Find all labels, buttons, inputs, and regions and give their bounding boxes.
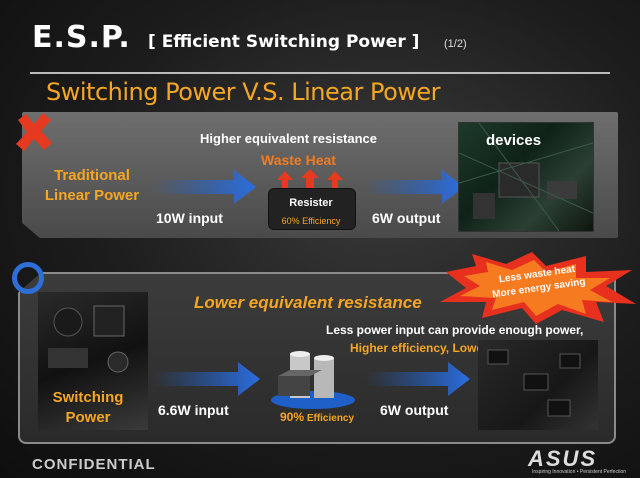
switching-output-arrow-icon xyxy=(366,362,470,396)
devices-label: devices xyxy=(486,132,542,149)
switching-input-label: 6.6W input xyxy=(158,402,229,418)
devices-board-image xyxy=(458,122,594,232)
confidential-label: CONFIDENTIAL xyxy=(32,456,156,473)
higher-resistance-heading: Higher equivalent resistance xyxy=(200,131,378,146)
title-divider xyxy=(30,72,610,74)
psu-components-icon xyxy=(48,305,129,373)
output-arrow-icon xyxy=(364,170,464,204)
psu-components-image xyxy=(38,292,148,430)
resister-label: Resister xyxy=(289,197,333,209)
board-chips-icon xyxy=(487,349,581,417)
switching-input-arrow-icon xyxy=(152,362,260,396)
switching-power-label-line1: Switching xyxy=(52,389,124,406)
linear-power-label-line2: Linear Power xyxy=(44,187,140,204)
starburst-icon xyxy=(440,252,636,324)
section-title: Switching Power V.S. Linear Power xyxy=(46,78,441,106)
linear-input-label: 10W input xyxy=(156,210,223,226)
input-arrow-icon xyxy=(152,170,256,204)
page-indicator: (1/2) xyxy=(444,38,467,50)
blue-circle-icon xyxy=(12,262,44,294)
switching-power-label: Switching Power xyxy=(40,388,136,428)
waste-heat-label: Waste Heat xyxy=(261,152,336,168)
linear-power-label-line1: Traditional xyxy=(54,167,130,184)
lower-resistance-heading: Lower equivalent resistance xyxy=(194,293,422,312)
slide-title: E.S.P. xyxy=(32,20,131,55)
switching-output-label: 6W output xyxy=(380,402,449,418)
circuit-board-icon xyxy=(458,122,594,232)
linear-power-label: Traditional Linear Power xyxy=(30,166,154,206)
linear-output-label: 6W output xyxy=(372,210,441,226)
switching-board-image xyxy=(478,340,598,430)
switching-efficiency-word: Efficiency xyxy=(306,413,355,424)
heat-arrows-icon xyxy=(277,169,343,190)
red-x-icon xyxy=(16,113,52,151)
resister-box xyxy=(268,188,356,230)
switching-efficiency-pct: 90% xyxy=(280,410,305,424)
slide-title-bracket: [ Efficient Switching Power ] xyxy=(148,32,420,52)
switching-power-label-line2: Power xyxy=(65,409,111,426)
capacitors-icon xyxy=(271,351,355,409)
asus-tagline: Inspiring Innovation • Persistent Perfec… xyxy=(532,469,627,475)
less-input-description: Less power input can provide enough powe… xyxy=(326,323,584,337)
resister-efficiency: 60% Efficiency xyxy=(281,216,341,226)
switching-efficiency: 90% Efficiency xyxy=(280,410,354,424)
asus-logo: ASUS xyxy=(528,446,598,471)
